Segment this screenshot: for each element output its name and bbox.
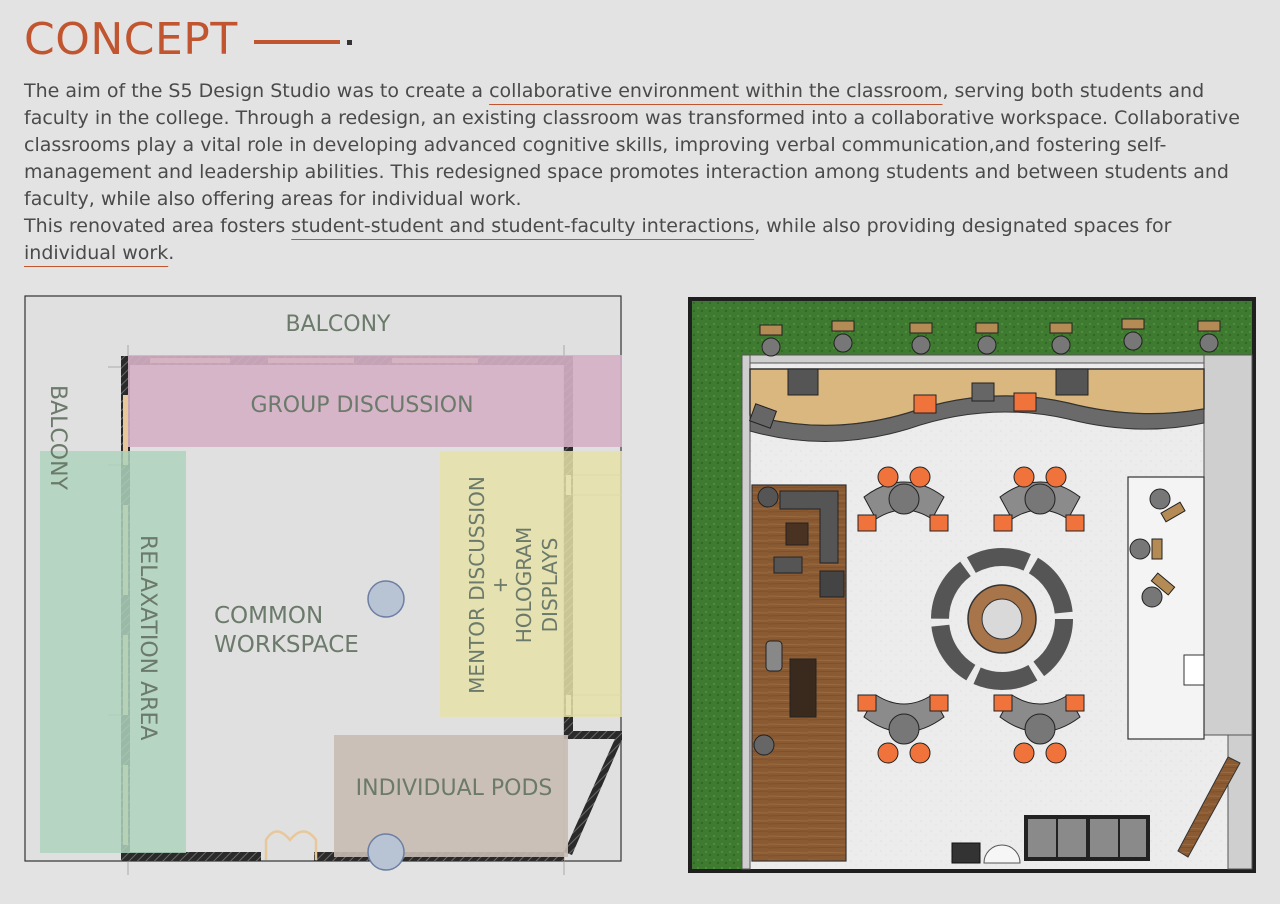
highlight-interactions: student-student and student-faculty inte… [291, 215, 755, 237]
angled-bench [1177, 756, 1241, 858]
zone-group-discussion [128, 355, 622, 447]
label-mentor-discussion: MENTOR DISCUSSION [465, 476, 489, 694]
individual-pods [951, 815, 1150, 864]
balcony-seating [759, 318, 1221, 357]
label-individual-pods: INDIVIDUAL PODS [356, 776, 553, 801]
zone-mentor-discussion [440, 451, 622, 717]
zone-individual-pods [334, 735, 568, 857]
furniture-layout-plan [688, 297, 1256, 873]
group-table-bottom-left [857, 694, 949, 764]
door-symbol [264, 830, 318, 860]
label-relaxation-area: RELAXATION AREA [135, 535, 160, 740]
label-balcony-side: BALCONY [45, 385, 70, 491]
group-table-top-left [857, 466, 949, 532]
label-displays: DISPLAYS [538, 538, 562, 633]
intro-text-segment: The aim of the S5 Design Studio was to c… [24, 80, 490, 102]
intro-text-segment: , serving both students and faculty in t… [24, 80, 1240, 210]
walls [741, 354, 1253, 870]
label-group-discussion: GROUP DISCUSSION [250, 393, 473, 418]
wavy-counter-edge [749, 395, 1205, 443]
title-rule [254, 40, 340, 44]
lounge-sofa [753, 486, 845, 756]
label-workspace: WORKSPACE [214, 632, 359, 658]
central-round-table [931, 548, 1073, 690]
column-marker [367, 580, 405, 618]
group-table-top-right [993, 466, 1085, 532]
zone-relaxation-area [40, 451, 186, 853]
highlight-collaborative-environment: collaborative environment within the cla… [489, 80, 943, 102]
group-table-bottom-right [993, 694, 1085, 764]
intro-text: The aim of the S5 Design Studio was to c… [24, 78, 1268, 267]
intro-paragraph-2: This renovated area fosters student-stud… [24, 213, 1268, 267]
highlight-individual-work: individual work [24, 242, 169, 264]
label-plus: + [488, 577, 512, 594]
intro-text-segment: This renovated area fosters [24, 215, 292, 237]
title-dot [347, 40, 352, 45]
right-desk-seating [1129, 488, 1205, 686]
page-title: CONCEPT [24, 14, 238, 65]
label-balcony-top: BALCONY [286, 312, 392, 337]
intro-text-segment: . [168, 242, 175, 264]
zone-plan: BALCONY BALCONY GROUP DISCUSSION RELAXAT… [24, 295, 622, 875]
label-common: COMMON [214, 603, 323, 629]
label-hologram: HOLOGRAM [512, 527, 536, 643]
counter-stools [748, 368, 1089, 429]
column-marker [367, 833, 405, 871]
intro-paragraph-1: The aim of the S5 Design Studio was to c… [24, 78, 1268, 213]
intro-text-segment: , while also providing designated spaces… [754, 215, 1172, 237]
